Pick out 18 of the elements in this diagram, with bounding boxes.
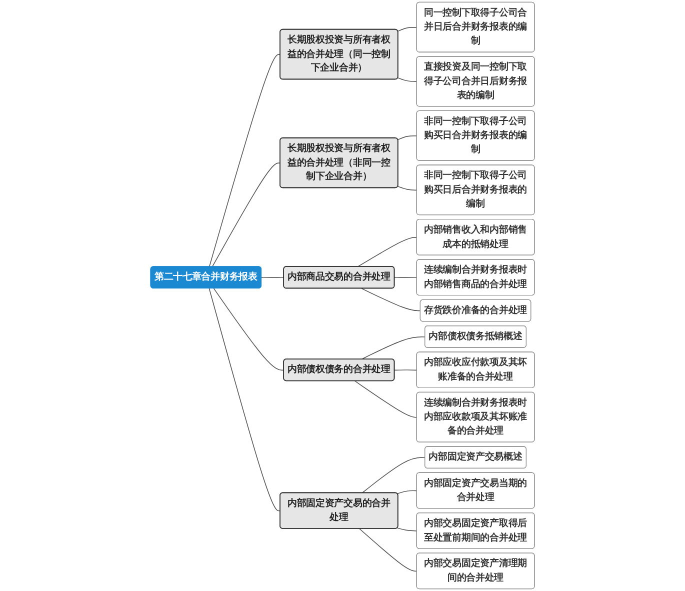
connector bbox=[398, 77, 418, 82]
connector bbox=[362, 457, 426, 494]
connector bbox=[361, 336, 426, 360]
connector bbox=[354, 380, 418, 418]
connector bbox=[359, 528, 418, 572]
connector bbox=[361, 288, 421, 312]
connector bbox=[213, 288, 284, 370]
connector bbox=[398, 26, 418, 32]
connector bbox=[396, 490, 418, 494]
connector bbox=[394, 277, 418, 278]
connector bbox=[208, 54, 281, 268]
connector bbox=[396, 528, 418, 532]
connector bbox=[212, 162, 281, 268]
connector bbox=[357, 236, 418, 268]
connector bbox=[398, 186, 418, 191]
connector bbox=[208, 288, 281, 512]
connector bbox=[398, 135, 418, 140]
connector bbox=[261, 277, 284, 278]
